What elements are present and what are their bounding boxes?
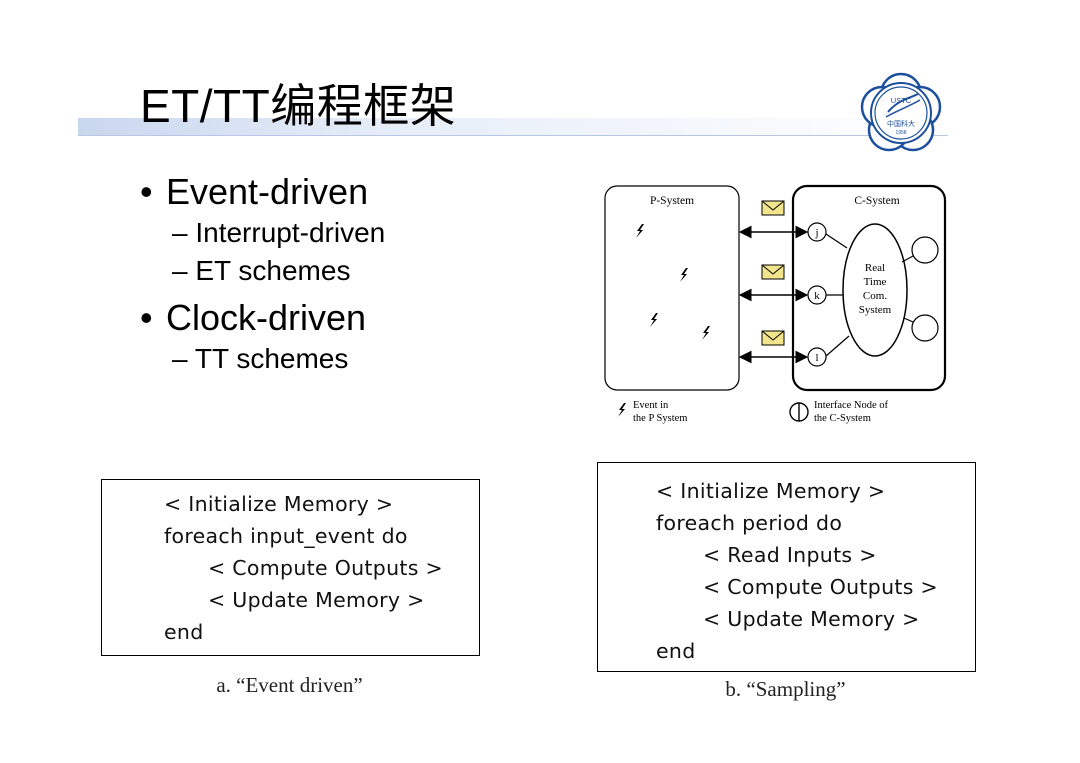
bullet-clock-driven: •Clock-driven [140, 297, 367, 338]
logo-year: 1958 [895, 130, 906, 136]
code-block-event-driven: < Initialize Memory > foreach input_even… [101, 479, 480, 656]
core-label-line: Real [865, 262, 885, 274]
logo-chinese-name: 中国科大 [887, 119, 915, 128]
bullet-list: •Event-driven – Interrupt-driven – ET sc… [140, 170, 385, 378]
c-system-label: C-System [854, 195, 899, 207]
core-label-line: Time [864, 276, 887, 288]
node-label: l [815, 352, 818, 364]
code-line: < Compute Outputs > [208, 556, 443, 580]
caption-event-driven: a. “Event driven” [216, 673, 363, 697]
sub-bullet: – ET schemes [172, 255, 351, 286]
code-line: < Initialize Memory > [164, 492, 394, 516]
code-line: end [164, 620, 204, 644]
code-block-sampling: < Initialize Memory > foreach period do … [597, 462, 976, 672]
legend-event-bolt-icon [618, 403, 626, 417]
legend-event-line: Event in [633, 400, 669, 411]
p-system-label: P-System [650, 195, 694, 207]
core-label-line: System [859, 304, 892, 316]
legend-node-line: the C-System [814, 413, 871, 424]
code-line: < Compute Outputs > [703, 575, 938, 599]
et-system-diagram: P-System C-System Real Time Com. System … [604, 184, 947, 424]
code-line: < Update Memory > [703, 607, 920, 631]
university-seal-icon: USTC 中国科大 1958 [860, 72, 942, 152]
code-line: foreach period do [656, 511, 843, 535]
title-divider [78, 135, 948, 136]
message-envelope-icon [761, 264, 785, 280]
slide-title: ET/TT编程框架 [140, 80, 457, 132]
peer-node [911, 314, 939, 342]
peer-node [911, 236, 939, 264]
bullet-label: Clock-driven [166, 297, 367, 338]
message-envelope-icon [761, 330, 785, 346]
code-line: end [656, 639, 696, 663]
bullet-event-driven: •Event-driven [140, 171, 369, 212]
real-time-com-system [842, 223, 908, 357]
message-envelope-icon [761, 200, 785, 216]
p-system-box [604, 185, 740, 391]
bullet-label: Event-driven [166, 171, 369, 212]
code-line: < Update Memory > [208, 588, 425, 612]
sub-bullet: – Interrupt-driven [172, 217, 386, 248]
logo-acronym: USTC [891, 96, 912, 105]
code-line: foreach input_event do [164, 524, 408, 548]
core-label-line: Com. [863, 290, 887, 302]
caption-sampling: b. “Sampling” [725, 677, 846, 701]
legend-event-line: the P System [633, 413, 687, 424]
code-line: < Read Inputs > [703, 543, 877, 567]
node-label: j [814, 227, 818, 239]
legend-node-line: Interface Node of [814, 400, 889, 411]
sub-bullet: – TT schemes [172, 343, 349, 374]
title-underline-band [78, 118, 948, 136]
code-line: < Initialize Memory > [656, 479, 886, 503]
node-label: k [814, 290, 820, 302]
